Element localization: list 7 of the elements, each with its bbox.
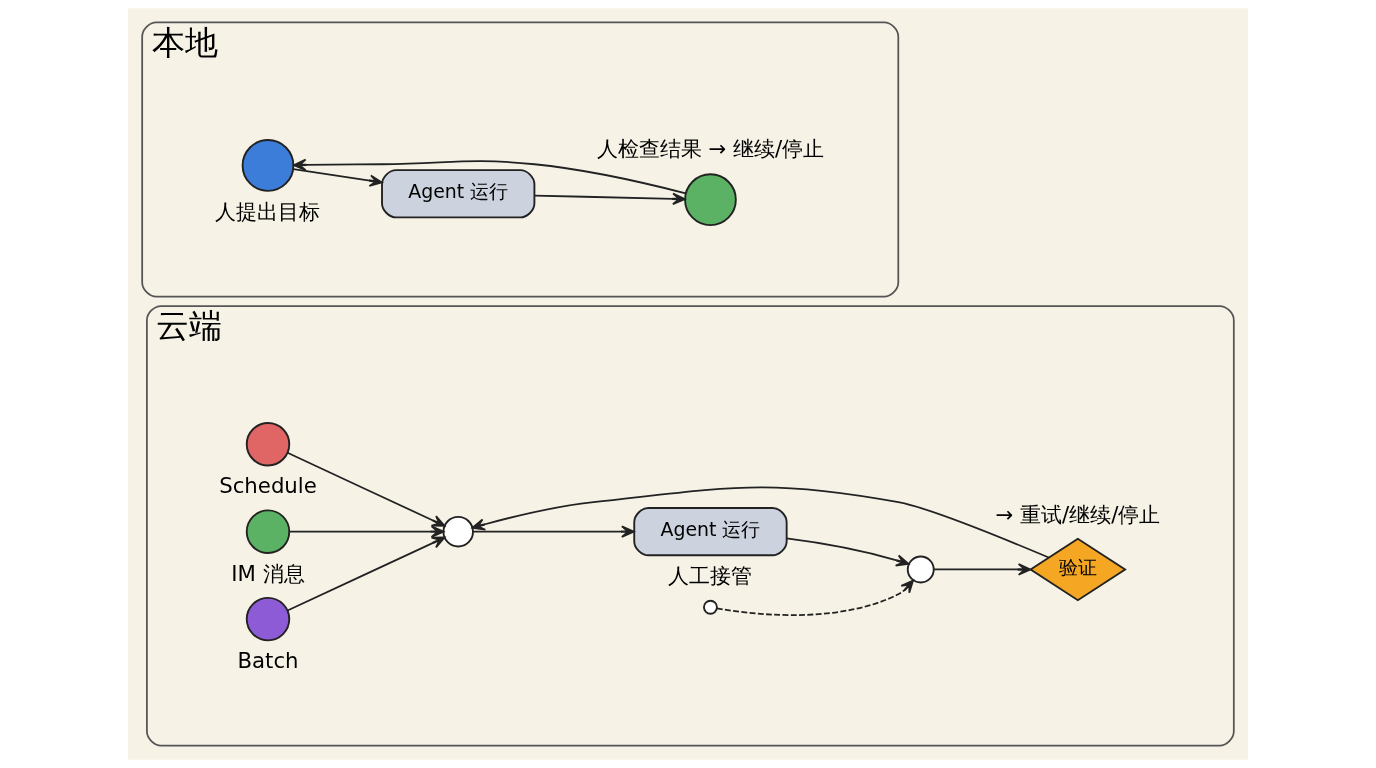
node-label: 人提出目标 bbox=[215, 199, 321, 225]
node-label: 人检查结果 → 继续/停止 bbox=[596, 136, 825, 162]
node-label: IM 消息 bbox=[231, 560, 305, 586]
node-label: → 重试/继续/停止 bbox=[995, 501, 1161, 527]
node-label: 人工接管 bbox=[668, 562, 753, 588]
node-label: Schedule bbox=[219, 473, 317, 499]
node-label: Batch bbox=[237, 648, 299, 674]
